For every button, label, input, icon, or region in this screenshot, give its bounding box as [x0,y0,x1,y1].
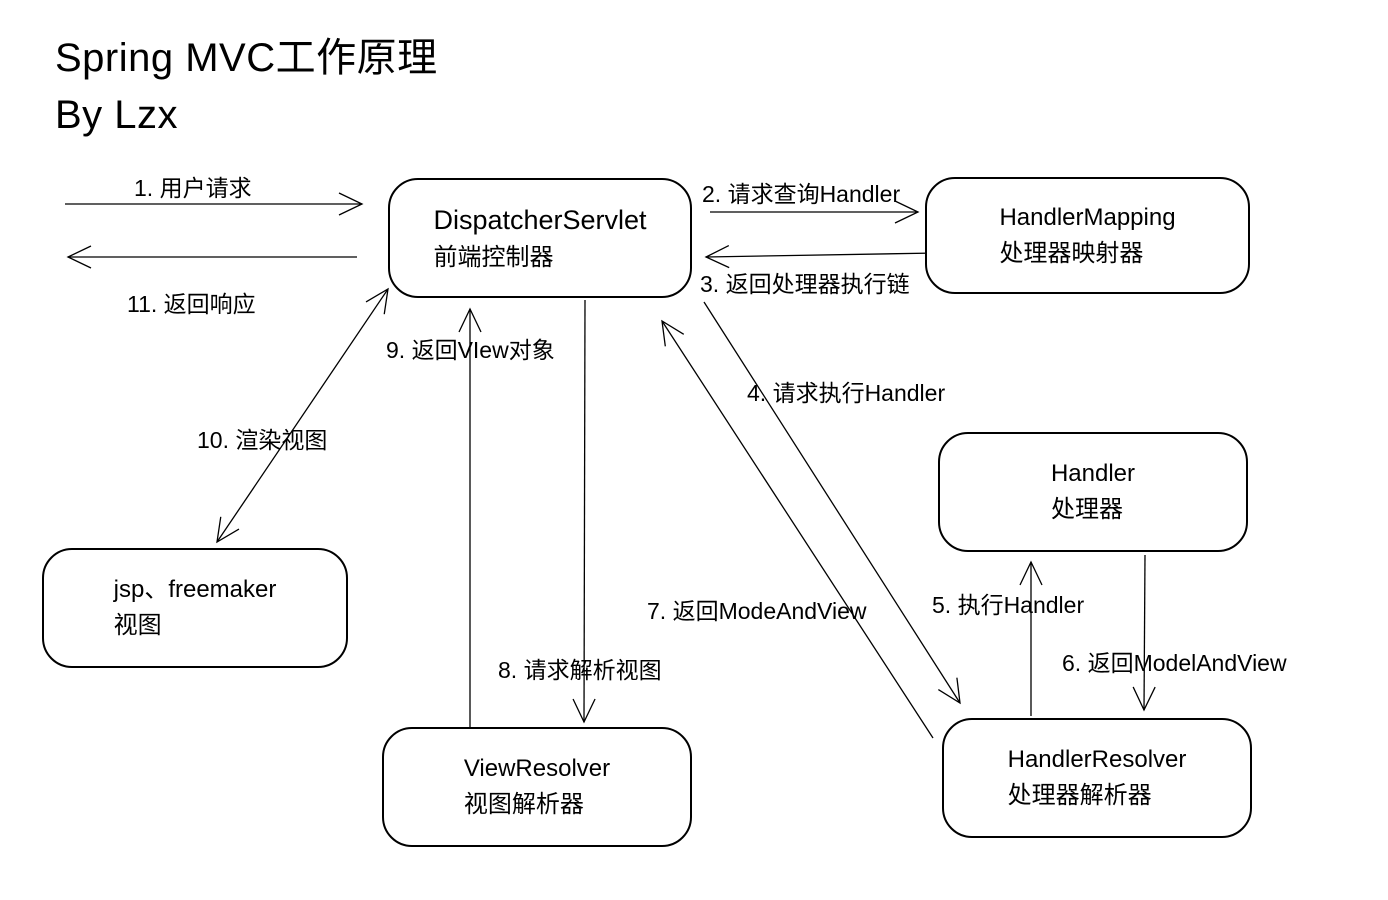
node-handler-mapping: HandlerMapping 处理器映射器 [925,177,1250,294]
edge-label-step2: 2. 请求查询Handler [702,181,901,207]
node-handler-caption: 处理器 [1050,496,1123,523]
node-handler-mapping-name: HandlerMapping [999,203,1176,231]
node-handler-resolver-caption: 处理器解析器 [1007,782,1152,809]
arrow-step3-return-execution-chain [704,245,938,269]
node-view-name: jsp、freemaker [113,576,277,603]
node-dispatcher-servlet: DispatcherServlet 前端控制器 [388,178,692,298]
edge-label-step1: 1. 用户请求 [134,175,252,201]
arrow-step4-execute-handler-request [703,301,961,705]
node-handler-resolver: HandlerResolver 处理器解析器 [942,718,1252,838]
edge-label-step3: 3. 返回处理器执行链 [700,271,910,297]
node-dispatcher-servlet-caption: 前端控制器 [433,244,554,272]
node-dispatcher-servlet-name: DispatcherServlet [433,204,647,235]
edge-label-step8: 8. 请求解析视图 [498,657,662,683]
node-handler-name: Handler [1050,460,1136,487]
node-view-resolver-name: ViewResolver [463,755,611,782]
edge-label-step4: 4. 请求执行Handler [747,380,946,406]
node-handler: Handler 处理器 [938,432,1248,552]
arrow-step10-render-view [216,287,389,544]
diagram-title: Spring MVC工作原理 By Lzx [55,36,438,137]
node-view-jsp-freemaker: jsp、freemaker 视图 [42,548,348,668]
node-view-resolver: ViewResolver 视图解析器 [382,727,692,847]
node-view-caption: 视图 [113,612,162,639]
arrow-step8-resolve-view-request [572,299,596,724]
node-view-resolver-caption: 视图解析器 [463,791,584,818]
edge-label-step10: 10. 渲染视图 [197,427,328,453]
node-handler-resolver-name: HandlerResolver [1007,746,1187,773]
edge-label-step7: 7. 返回ModeAndView [647,598,867,624]
edge-label-step6: 6. 返回ModelAndView [1062,650,1287,676]
edge-label-step11: 11. 返回响应 [127,291,256,317]
arrow-step7-return-modeandview [661,319,934,739]
arrow-step6-return-modelandview [1132,554,1156,712]
edge-label-step5: 5. 执行Handler [932,592,1085,618]
node-handler-mapping-caption: 处理器映射器 [999,239,1144,267]
edge-label-step9: 9. 返回VIew对象 [386,337,555,363]
